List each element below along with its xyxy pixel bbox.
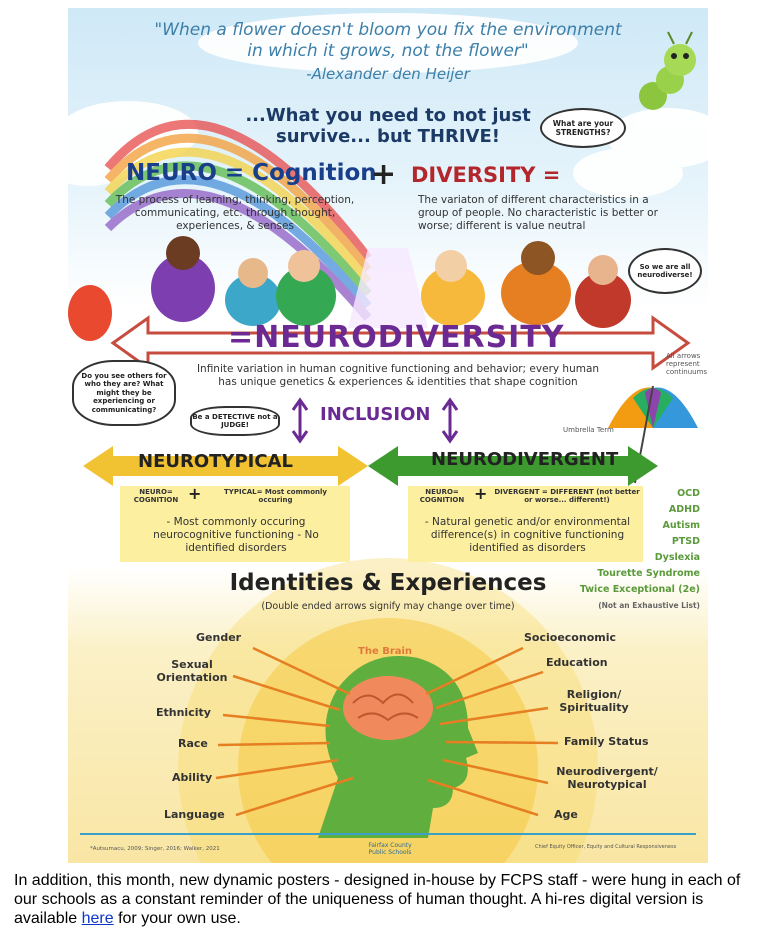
neurodiverse-bubble: So we are all neurodiverse!	[628, 248, 702, 294]
condition-item: Autism	[662, 520, 700, 531]
identity-neurodivergent-neurotypical: Neurodivergent/ Neurotypical	[556, 765, 658, 791]
quote-line-2: in which it grows, not the flower"	[247, 41, 529, 61]
strengths-bubble: What are your STRENGTHS?	[540, 108, 626, 148]
identities-subtitle: (Double ended arrows signify may change …	[261, 601, 515, 612]
brain-label: The Brain	[358, 646, 413, 657]
caption-text-end: for your own use.	[113, 910, 241, 927]
identity-education: Education	[546, 656, 608, 669]
identity-gender: Gender	[196, 631, 242, 644]
nt-typical-definition: TYPICAL= Most commonly occuring	[224, 488, 327, 504]
condition-item: Tourette Syndrome	[597, 568, 700, 579]
condition-item: PTSD	[671, 536, 700, 547]
neurodiversity-title: =NEURODIVERSITY	[228, 320, 565, 355]
poster-background-art	[68, 13, 708, 863]
identity-sexual-orientation: Sexual Orientation	[156, 658, 228, 684]
nt-plus: +	[188, 484, 202, 503]
neurotypical-box	[120, 486, 350, 562]
caption-text: In addition, this month, new dynamic pos…	[14, 872, 741, 927]
diversity-description: The variaton of different characteristic…	[418, 194, 658, 232]
condition-item: (Not an Exhaustive List)	[598, 601, 700, 610]
condition-item: Twice Exceptional (2e)	[579, 584, 700, 595]
identity-socioeconomic: Socioeconomic	[524, 631, 617, 644]
identity-family-status: Family Status	[564, 735, 649, 748]
ndg-divergent-definition: DIVERGENT = DIFFERENT (not better or wor…	[494, 488, 640, 504]
neuro-description: The process of learning, thinking, perce…	[115, 194, 355, 232]
thrive-line-1: ...What you need to not just	[245, 105, 531, 126]
caption-paragraph: In addition, this month, new dynamic pos…	[14, 871, 754, 928]
identities-title: Identities & Experiences	[229, 570, 547, 596]
condition-item: Dyslexia	[654, 552, 700, 563]
condition-item: ADHD	[668, 504, 700, 515]
diversity-heading: DIVERSITY =	[411, 163, 561, 187]
neurodivergent-description: - Natural genetic and/or environmental d…	[424, 516, 631, 554]
identity-religion: Religion/ Spirituality	[559, 688, 629, 714]
here-link[interactable]: here	[81, 910, 114, 927]
arrows-note: All arrows represent continuums	[666, 352, 708, 376]
ndg-neuro-definition: NEURO= COGNITION	[419, 488, 465, 504]
footer-citations: *Autsumacu, 2009; Singer, 2016; Walker, …	[90, 846, 220, 852]
identity-race: Race	[178, 737, 208, 750]
neurodivergent-label: NEURODIVERGENT	[431, 449, 619, 470]
plus-sign: +	[371, 157, 397, 192]
poster-footer: *Autsumacu, 2009; Singer, 2016; Walker, …	[80, 840, 696, 860]
thrive-line-2: survive... but THRIVE!	[276, 126, 500, 147]
detective-bubble: Be a DETECTIVE not a JUDGE!	[190, 406, 280, 436]
thrive-heading: ...What you need to not just survive... …	[238, 105, 538, 147]
see-others-bubble: Do you see others for who they are? What…	[72, 360, 176, 426]
footer-office: Chief Equity Officer, Equity and Cultura…	[535, 844, 677, 850]
quote-text: "When a flower doesn't bloom you fix the…	[128, 20, 648, 62]
fcps-logo: Fairfax County Public Schools	[368, 842, 412, 856]
identity-language: Language	[164, 808, 225, 821]
ndg-plus: +	[474, 484, 488, 503]
nt-neuro-definition: NEURO= COGNITION	[133, 488, 179, 504]
umbrella-term-label: Umbrella Term	[563, 426, 614, 434]
identity-age: Age	[554, 808, 578, 821]
neurodiversity-poster: "When a flower doesn't bloom you fix the…	[68, 8, 708, 863]
neuro-heading: NEURO = Cognition	[126, 160, 377, 186]
quote-line-1: "When a flower doesn't bloom you fix the…	[154, 20, 622, 40]
neurotypical-description: - Most commonly occuring neurocognitive …	[153, 516, 319, 554]
neurotypical-label: NEUROTYPICAL	[138, 451, 293, 472]
neurodiversity-description: Infinite variation in human cognitive fu…	[196, 363, 600, 388]
identity-ability: Ability	[172, 771, 213, 784]
condition-item: OCD	[677, 488, 700, 499]
quote-author: -Alexander den Heijer	[306, 65, 470, 83]
inclusion-label: INCLUSION	[320, 404, 431, 425]
conditions-list: OCD ADHD Autism PTSD Dyslexia Tourette S…	[580, 486, 700, 614]
identity-ethnicity: Ethnicity	[156, 706, 211, 719]
neurodivergent-box	[408, 486, 643, 562]
